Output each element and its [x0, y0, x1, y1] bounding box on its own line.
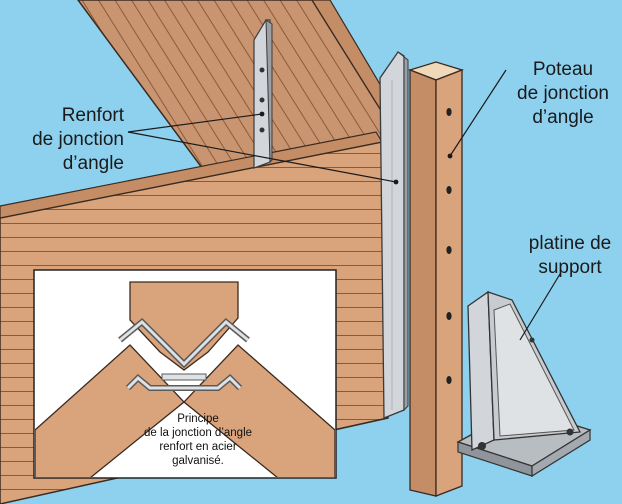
- label-poteau: Poteau de jonction d’angle: [508, 58, 618, 130]
- inset-caption-line-2: de la jonction d’angle: [143, 427, 253, 439]
- support-plate: [456, 290, 592, 478]
- back-reinforcement-bar: [253, 19, 273, 169]
- label-renfort: Renfort de jonction d’angle: [14, 104, 124, 176]
- label-platine-line-2: support: [538, 257, 602, 278]
- leader-lines: [127, 69, 561, 341]
- label-poteau-line-3: d’angle: [532, 107, 594, 128]
- leader-dots: [259, 111, 453, 185]
- label-poteau-line-1: Poteau: [532, 59, 594, 80]
- reinforcement-profile: [379, 51, 409, 419]
- inset-caption-line-1: Principe: [177, 413, 219, 425]
- label-renfort-line-3: d’angle: [62, 153, 124, 174]
- inset-principle-box: [33, 269, 337, 479]
- label-renfort-line-2: de jonction: [32, 129, 124, 150]
- label-poteau-line-2: de jonction: [517, 83, 609, 104]
- label-platine-line-1: platine de: [528, 233, 612, 254]
- inset-caption-line-3: renfort en acier: [159, 441, 237, 453]
- corner-post: [408, 61, 464, 497]
- label-platine: platine de support: [520, 232, 620, 280]
- inset-caption: Principe de la jonction d’angle renfort …: [130, 412, 266, 468]
- inset-caption-line-4: galvanisé.: [172, 455, 224, 467]
- label-renfort-line-1: Renfort: [61, 105, 124, 126]
